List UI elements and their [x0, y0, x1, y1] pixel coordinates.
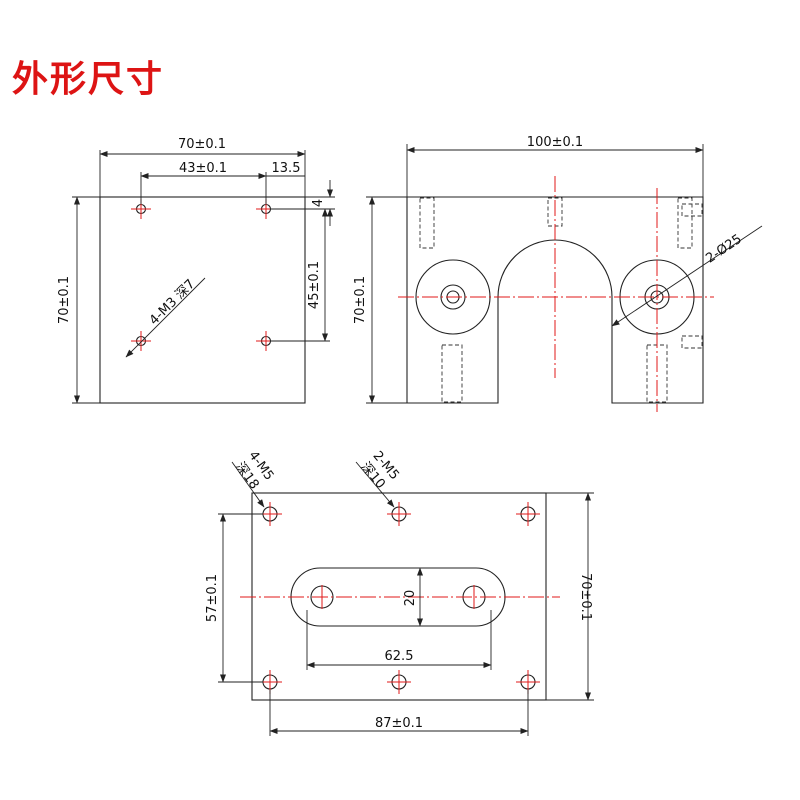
- slot-width-label: 62.5: [385, 649, 414, 664]
- m5-hole: [387, 670, 411, 694]
- hole-offset-y-label: 4: [311, 199, 326, 207]
- hole-callout-leader: [125, 277, 206, 358]
- bottom-width-label: 87±0.1: [375, 716, 423, 731]
- slot-outline: [290, 567, 506, 627]
- hole-pitch-x-label: 43±0.1: [179, 161, 227, 176]
- page-title: 外形尺寸: [12, 59, 165, 100]
- m3-hole: [131, 331, 151, 351]
- m5-hole: [516, 502, 540, 526]
- bore-callout-label: 2-Ø25: [703, 232, 744, 267]
- bottom-height-left-label: 57±0.1: [205, 574, 220, 622]
- front-height-label: 70±0.1: [353, 276, 368, 324]
- callout-2-leader: [355, 461, 395, 508]
- bottom-height-right-label: 70±0.1: [578, 573, 593, 621]
- hole-offset-x-label: 13.5: [272, 161, 301, 176]
- side-view-outline: [99, 196, 306, 404]
- callout-1-leader: [231, 461, 265, 508]
- front-width-label: 100±0.1: [527, 135, 583, 150]
- side-view: 70±0.1 43±0.1 13.5 70±0.1 4 45±0.1 4-M3 …: [57, 137, 335, 404]
- slot-height-label: 20: [403, 590, 418, 607]
- front-view: 100±0.1 70±0.1 2-Ø25: [353, 135, 763, 412]
- m5-hole: [387, 502, 411, 526]
- bottom-view: 57±0.1 70±0.1 20 62.5 87±0.1 4-M5 深18 2-…: [205, 448, 594, 736]
- hole-pitch-y-label: 45±0.1: [307, 261, 322, 309]
- front-view-outline: [406, 196, 704, 404]
- side-width-label: 70±0.1: [178, 137, 226, 152]
- side-height-label: 70±0.1: [57, 276, 72, 324]
- hole-callout-label: 4-M3 深7: [147, 277, 199, 329]
- bore-callout-leader: [611, 225, 763, 327]
